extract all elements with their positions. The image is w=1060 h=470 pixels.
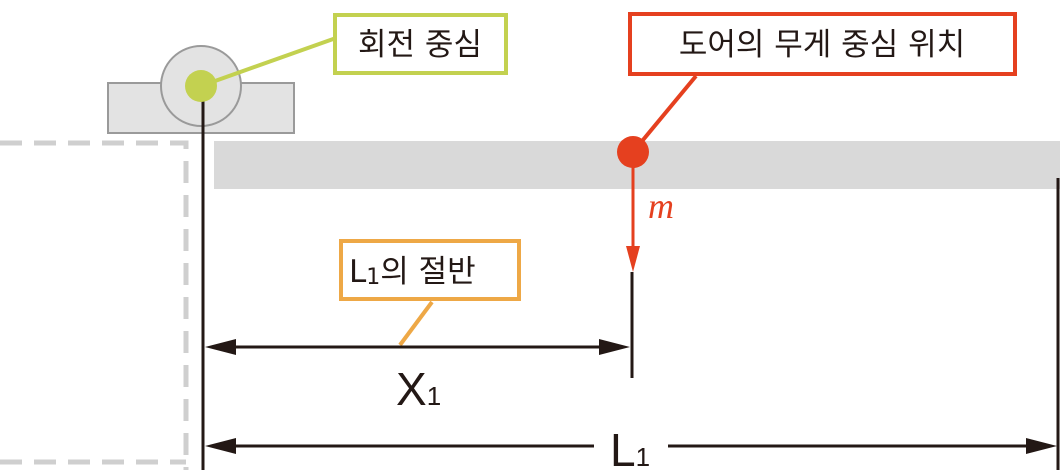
half-leader-line — [398, 300, 434, 347]
mass-label: m — [648, 186, 674, 226]
dashed-door-outline — [0, 140, 189, 470]
cog-dot — [617, 136, 649, 168]
weight-arrow-head — [626, 246, 640, 272]
x1-arrow-right — [599, 339, 630, 355]
x1-arrow-left — [205, 339, 236, 355]
l1-arrow-right — [1026, 438, 1057, 454]
cog-callout: 도어의 무게 중심 위치 — [628, 12, 1017, 76]
l1-arrow-left — [205, 438, 236, 454]
pivot-callout: 회전 중심 — [333, 13, 508, 75]
cog-leader-line — [631, 74, 698, 154]
half-l1-callout: L1의 절반 — [339, 239, 521, 301]
half-l1-label: L1의 절반 — [349, 254, 476, 290]
x1-label: X1 — [396, 363, 441, 415]
cog-label: 도어의 무게 중심 위치 — [679, 27, 965, 63]
pivot-center-dot — [185, 70, 217, 102]
pivot-label: 회전 중심 — [358, 27, 482, 63]
l1-label: L1 — [610, 424, 650, 470]
pivot-leader-line — [200, 36, 337, 88]
